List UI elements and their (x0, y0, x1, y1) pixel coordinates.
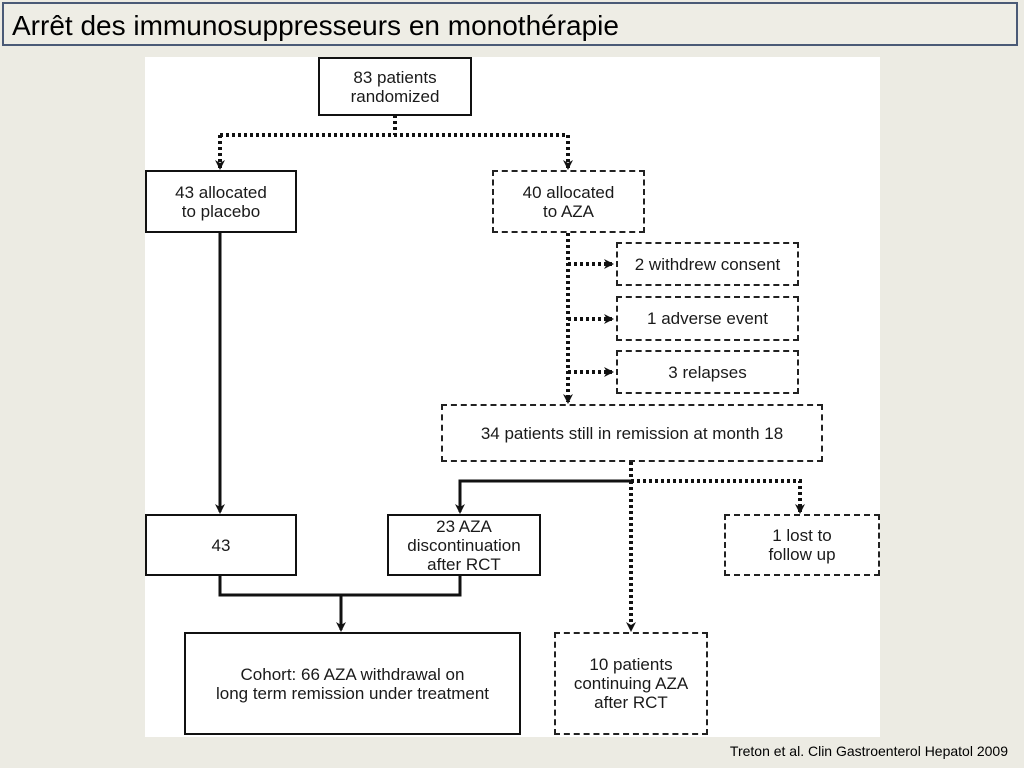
continuing-aza-box: 10 patients continuing AZA after RCT (554, 632, 708, 735)
flowchart-connectors (215, 115, 805, 632)
placebo-allocation-box: 43 allocated to placebo (145, 170, 297, 233)
cohort-box: Cohort: 66 AZA withdrawal on long term r… (184, 632, 521, 735)
relapses-box: 3 relapses (616, 350, 799, 394)
arrow-to-lost (631, 479, 805, 514)
slide-title: Arrêt des immunosuppresseurs en monothér… (12, 10, 619, 41)
aza-allocation-box: 40 allocated to AZA (492, 170, 645, 233)
flowchart-figure: 83 patients randomized 43 allocated to p… (145, 57, 880, 737)
adverse-event-box: 1 adverse event (616, 296, 799, 341)
remission-box: 34 patients still in remission at month … (441, 404, 823, 462)
connector-randomized-split (220, 115, 568, 137)
placebo-count-box: 43 (145, 514, 297, 576)
withdrew-consent-box: 2 withdrew consent (616, 242, 799, 286)
randomized-box: 83 patients randomized (318, 57, 472, 116)
arrow-to-discontinuation (455, 479, 631, 514)
citation: Treton et al. Clin Gastroenterol Hepatol… (729, 743, 1008, 759)
aza-discontinuation-box: 23 AZA discontinuation after RCT (387, 514, 541, 576)
slide-title-box: Arrêt des immunosuppresseurs en monothér… (2, 2, 1018, 46)
lost-to-follow-up-box: 1 lost to follow up (724, 514, 880, 576)
